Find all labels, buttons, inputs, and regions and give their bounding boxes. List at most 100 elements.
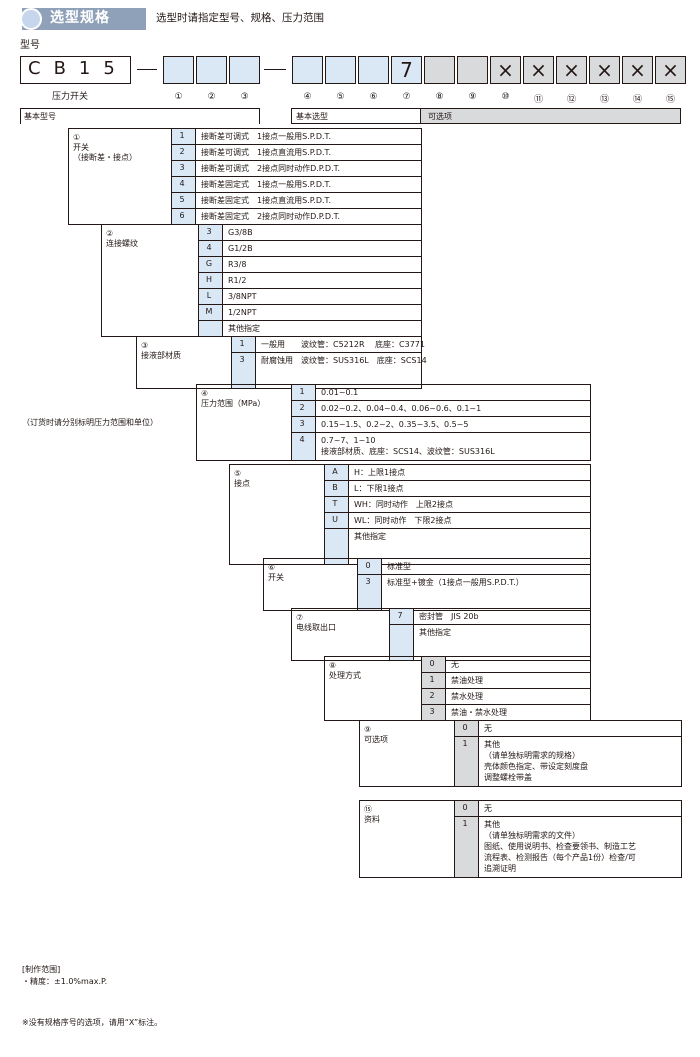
row-line bbox=[454, 800, 681, 801]
code-box-13: × bbox=[589, 56, 620, 84]
row-text: 接断差可调式 2接点同时动作D.P.D.T. bbox=[201, 164, 341, 173]
accuracy-text: ・精度：±1.0%max.P. bbox=[22, 977, 108, 986]
code-box-1 bbox=[163, 56, 194, 84]
position-label-5: ⑤ bbox=[336, 92, 345, 102]
table-bottom-line bbox=[389, 660, 590, 661]
code-box-6 bbox=[358, 56, 389, 84]
position-label-1: ① bbox=[174, 92, 183, 102]
row-text: 标准型 bbox=[387, 562, 411, 571]
title-bottom-line bbox=[359, 877, 454, 878]
table-bottom-line bbox=[357, 610, 590, 611]
row-line bbox=[324, 528, 590, 529]
section-title: ⑨ 可选项 bbox=[364, 725, 388, 744]
row-line bbox=[421, 672, 590, 673]
code-left-line bbox=[324, 464, 325, 565]
row-text: WL：同时动作 下限2接点 bbox=[354, 516, 452, 525]
row-code: 3 bbox=[299, 419, 305, 428]
code-right-line bbox=[348, 464, 349, 565]
options-header bbox=[421, 108, 681, 124]
row-code: 7 bbox=[397, 611, 403, 620]
row-text: 接断差固定式 2接点同时动作D.P.D.T. bbox=[201, 212, 341, 221]
position-label-7: ⑦ bbox=[402, 92, 411, 102]
code-column bbox=[231, 336, 255, 388]
title-bottom-line bbox=[263, 610, 357, 611]
section-title: ④ 压力范围（MPa） bbox=[201, 389, 266, 408]
table-right-line bbox=[590, 558, 591, 611]
title-top-line bbox=[229, 464, 324, 465]
row-text: 0.7~7、1~10 接液部材质、底座：SCS14、波纹管：SUS316L bbox=[321, 436, 495, 456]
row-text: 接断差可调式 1接点一般用S.P.D.T. bbox=[201, 132, 332, 141]
row-code: 0 bbox=[429, 659, 435, 668]
row-line bbox=[171, 160, 421, 161]
row-line bbox=[454, 720, 681, 721]
table-right-line bbox=[421, 128, 422, 225]
row-code: 6 bbox=[179, 211, 185, 220]
position-label-2: ② bbox=[207, 92, 216, 102]
position-label-10: ⑩ bbox=[501, 92, 510, 102]
position-label-4: ④ bbox=[303, 92, 312, 102]
row-line bbox=[324, 480, 590, 481]
title-left-line bbox=[359, 800, 360, 878]
position-label-13: ⑬ bbox=[599, 95, 609, 105]
row-code: 4 bbox=[206, 243, 212, 252]
row-text: 接断差固定式 1接点一般用S.P.D.T. bbox=[201, 180, 332, 189]
row-text: 无 bbox=[451, 660, 459, 669]
title-left-line bbox=[101, 224, 102, 337]
code-column bbox=[198, 224, 222, 336]
footer-note: ※没有规格序号的选项，请用“X”标注。 bbox=[22, 1018, 163, 1027]
row-line bbox=[171, 208, 421, 209]
code-right-line bbox=[413, 608, 414, 661]
code-column bbox=[357, 558, 381, 610]
row-line bbox=[198, 272, 421, 273]
row-code: 0 bbox=[365, 561, 371, 570]
row-line bbox=[291, 416, 590, 417]
title-top-line bbox=[359, 800, 454, 801]
table-bottom-line bbox=[291, 460, 590, 461]
table-right-line bbox=[421, 336, 422, 389]
title-left-line bbox=[229, 464, 230, 565]
title-top-line bbox=[263, 558, 357, 559]
title-left-line bbox=[324, 656, 325, 721]
row-text: 标准型+镀金（1接点一般用S.P.D.T.） bbox=[387, 578, 524, 587]
row-code: 3 bbox=[206, 227, 212, 236]
row-code: G bbox=[205, 259, 213, 268]
row-line bbox=[231, 352, 421, 353]
row-text: G1/2B bbox=[228, 244, 253, 253]
row-code: 3 bbox=[179, 163, 185, 172]
code-column bbox=[454, 720, 478, 786]
title-left-line bbox=[136, 336, 137, 389]
title-top-line bbox=[68, 128, 171, 129]
code-left-line bbox=[357, 558, 358, 611]
row-code: 2 bbox=[299, 403, 305, 412]
code-left-line bbox=[231, 336, 232, 389]
table-bottom-line bbox=[231, 388, 421, 389]
table-right-line bbox=[590, 608, 591, 661]
position-label-3: ③ bbox=[240, 92, 249, 102]
row-line bbox=[291, 384, 590, 385]
range-title: [制作范围] bbox=[22, 965, 61, 974]
row-line bbox=[421, 656, 590, 657]
code-box-3 bbox=[229, 56, 260, 84]
code-left-line bbox=[198, 224, 199, 337]
title-bullet-icon bbox=[20, 8, 42, 30]
row-code: 2 bbox=[179, 147, 185, 156]
title-badge bbox=[22, 8, 146, 30]
row-text: 密封管 JIS 20b bbox=[419, 612, 479, 621]
row-text: 禁油处理 bbox=[451, 676, 483, 685]
dash-2 bbox=[264, 69, 286, 70]
model-code: CB15 bbox=[28, 58, 128, 79]
row-text: 禁油・禁水处理 bbox=[451, 708, 507, 717]
section-title: ② 连接螺纹 bbox=[106, 229, 138, 248]
row-line bbox=[171, 144, 421, 145]
title-top-line bbox=[101, 224, 198, 225]
title-bottom-line bbox=[359, 786, 454, 787]
row-code: A bbox=[332, 467, 338, 476]
title-left-line bbox=[291, 608, 292, 661]
row-code: 1 bbox=[179, 131, 185, 140]
section-title: ⑤ 接点 bbox=[234, 469, 250, 488]
title-top-line bbox=[136, 336, 231, 337]
row-code: H bbox=[205, 275, 212, 284]
row-text: H：上限1接点 bbox=[354, 468, 406, 477]
row-text: 其他指定 bbox=[419, 628, 451, 637]
title-top-line bbox=[359, 720, 454, 721]
